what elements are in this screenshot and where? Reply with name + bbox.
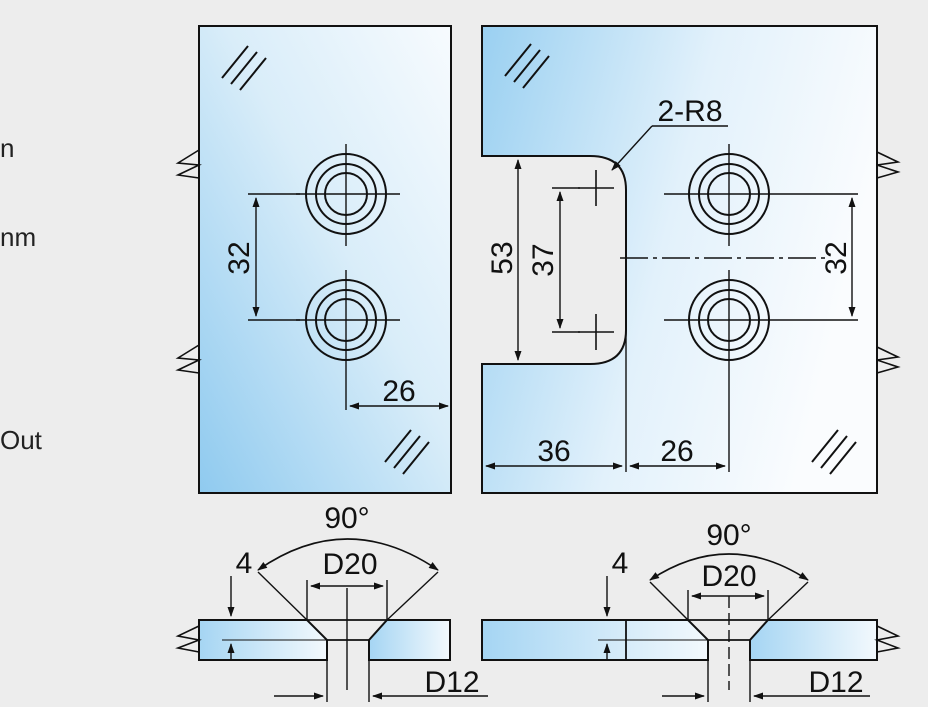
notch-height-label: 53 [486,241,519,274]
right-hole-top [664,144,795,246]
right-hole-spacing-label: 32 [820,241,853,274]
left-hole-bottom [296,270,400,372]
right-countersink-angle-label: 90° [706,519,751,552]
left-plate: 32 26 [175,25,452,494]
side-text-2: nm [0,222,37,252]
glass-hatch-mark [504,43,857,475]
notch-depth-label: 36 [537,435,570,468]
notch-inner-height-label: 37 [527,243,560,276]
notch-to-hole-label: 26 [660,435,693,468]
right-countersink-depth-label: 4 [612,547,629,580]
left-countersink-depth-label: 4 [236,547,253,580]
radius-center-marks [578,170,614,350]
glass-hatch-mark [221,45,430,475]
dim-left-hole-spacing [248,193,300,321]
left-countersink-angle-label: 90° [324,502,369,535]
right-section-view: 90° D20 4 D12 [481,519,901,702]
right-hole-diameter-label: D12 [808,666,863,699]
left-hole-diameter-label: D12 [424,666,479,699]
right-plate: 2-R8 53 37 32 36 26 [481,25,901,494]
left-hole-spacing-label: 32 [223,241,256,274]
left-countersink-diameter-label: D20 [322,548,377,581]
side-text-1: n [0,133,15,163]
left-hole-top [296,144,400,246]
right-countersink-diameter-label: D20 [701,560,756,593]
right-hole-bottom [664,270,795,472]
left-section-view: 90° D20 4 D12 [175,502,488,702]
left-edge-to-hole-label: 26 [382,375,415,408]
radius-note-label: 2-R8 [657,95,722,128]
dim-left-edge-to-hole [345,372,449,410]
side-text-3: Out [0,425,42,455]
